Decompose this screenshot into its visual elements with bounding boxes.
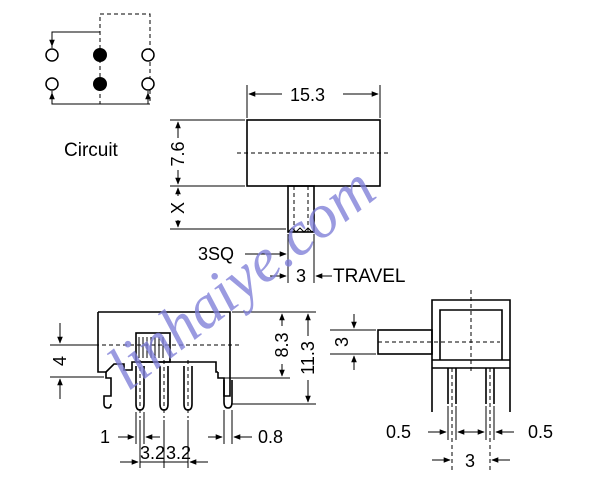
dim-body-height-front: 8.3 [272, 332, 292, 357]
circuit-terminal-icon [45, 77, 59, 91]
dim-body-height: 7.6 [168, 141, 188, 166]
circuit-link-line [100, 91, 149, 105]
circuit-diagram: Circuit [45, 13, 155, 161]
break-line [287, 227, 315, 233]
front-actuator [135, 332, 171, 363]
dim-actuator-offset: 4 [50, 356, 70, 366]
side-view: 15.3 7.6 X 3SQ 3 TRAVEL [168, 85, 406, 287]
front-view: 4 8.3 11.3 1 0.8 3.2 3.2 [50, 311, 318, 468]
dim-pin-spacing: 3 [465, 451, 475, 471]
end-inner [439, 309, 503, 360]
mounting-pin [103, 403, 112, 409]
dim-pin-width: 1 [100, 427, 110, 447]
mounting-pin [223, 380, 233, 409]
circuit-terminal-icon [45, 48, 59, 62]
circuit-terminal-icon [141, 77, 155, 91]
dim-mount-pin-width: 0.8 [258, 427, 283, 447]
front-base [105, 361, 218, 373]
side-actuator [287, 185, 315, 233]
end-pins [447, 368, 495, 404]
circuit-link-line [51, 31, 100, 48]
circuit-common-terminal-icon [93, 48, 107, 62]
dim-end-actuator: 3 [332, 337, 352, 347]
circuit-link-line [51, 91, 100, 105]
dim-actuator-height: X [168, 202, 188, 214]
circuit-slider-outline [99, 13, 151, 105]
dim-pin-left: 0.5 [386, 422, 411, 442]
dim-pin-pitch-left: 3.2 [140, 443, 165, 463]
circuit-terminal-icon [141, 48, 155, 62]
circuit-common-terminal-icon [93, 77, 107, 91]
end-view: 3 0.5 0.5 3 [330, 290, 553, 471]
dim-body-length: 15.3 [290, 85, 325, 105]
dim-actuator-size: 3SQ [198, 244, 234, 264]
travel-label: TRAVEL [333, 266, 406, 287]
dim-overall-height: 11.3 [298, 341, 318, 375]
circuit-label: Circuit [64, 140, 119, 161]
dim-pin-right: 0.5 [528, 422, 553, 442]
dim-pin-pitch-right: 3.2 [166, 443, 191, 463]
dim-travel-value: 3 [296, 266, 306, 286]
